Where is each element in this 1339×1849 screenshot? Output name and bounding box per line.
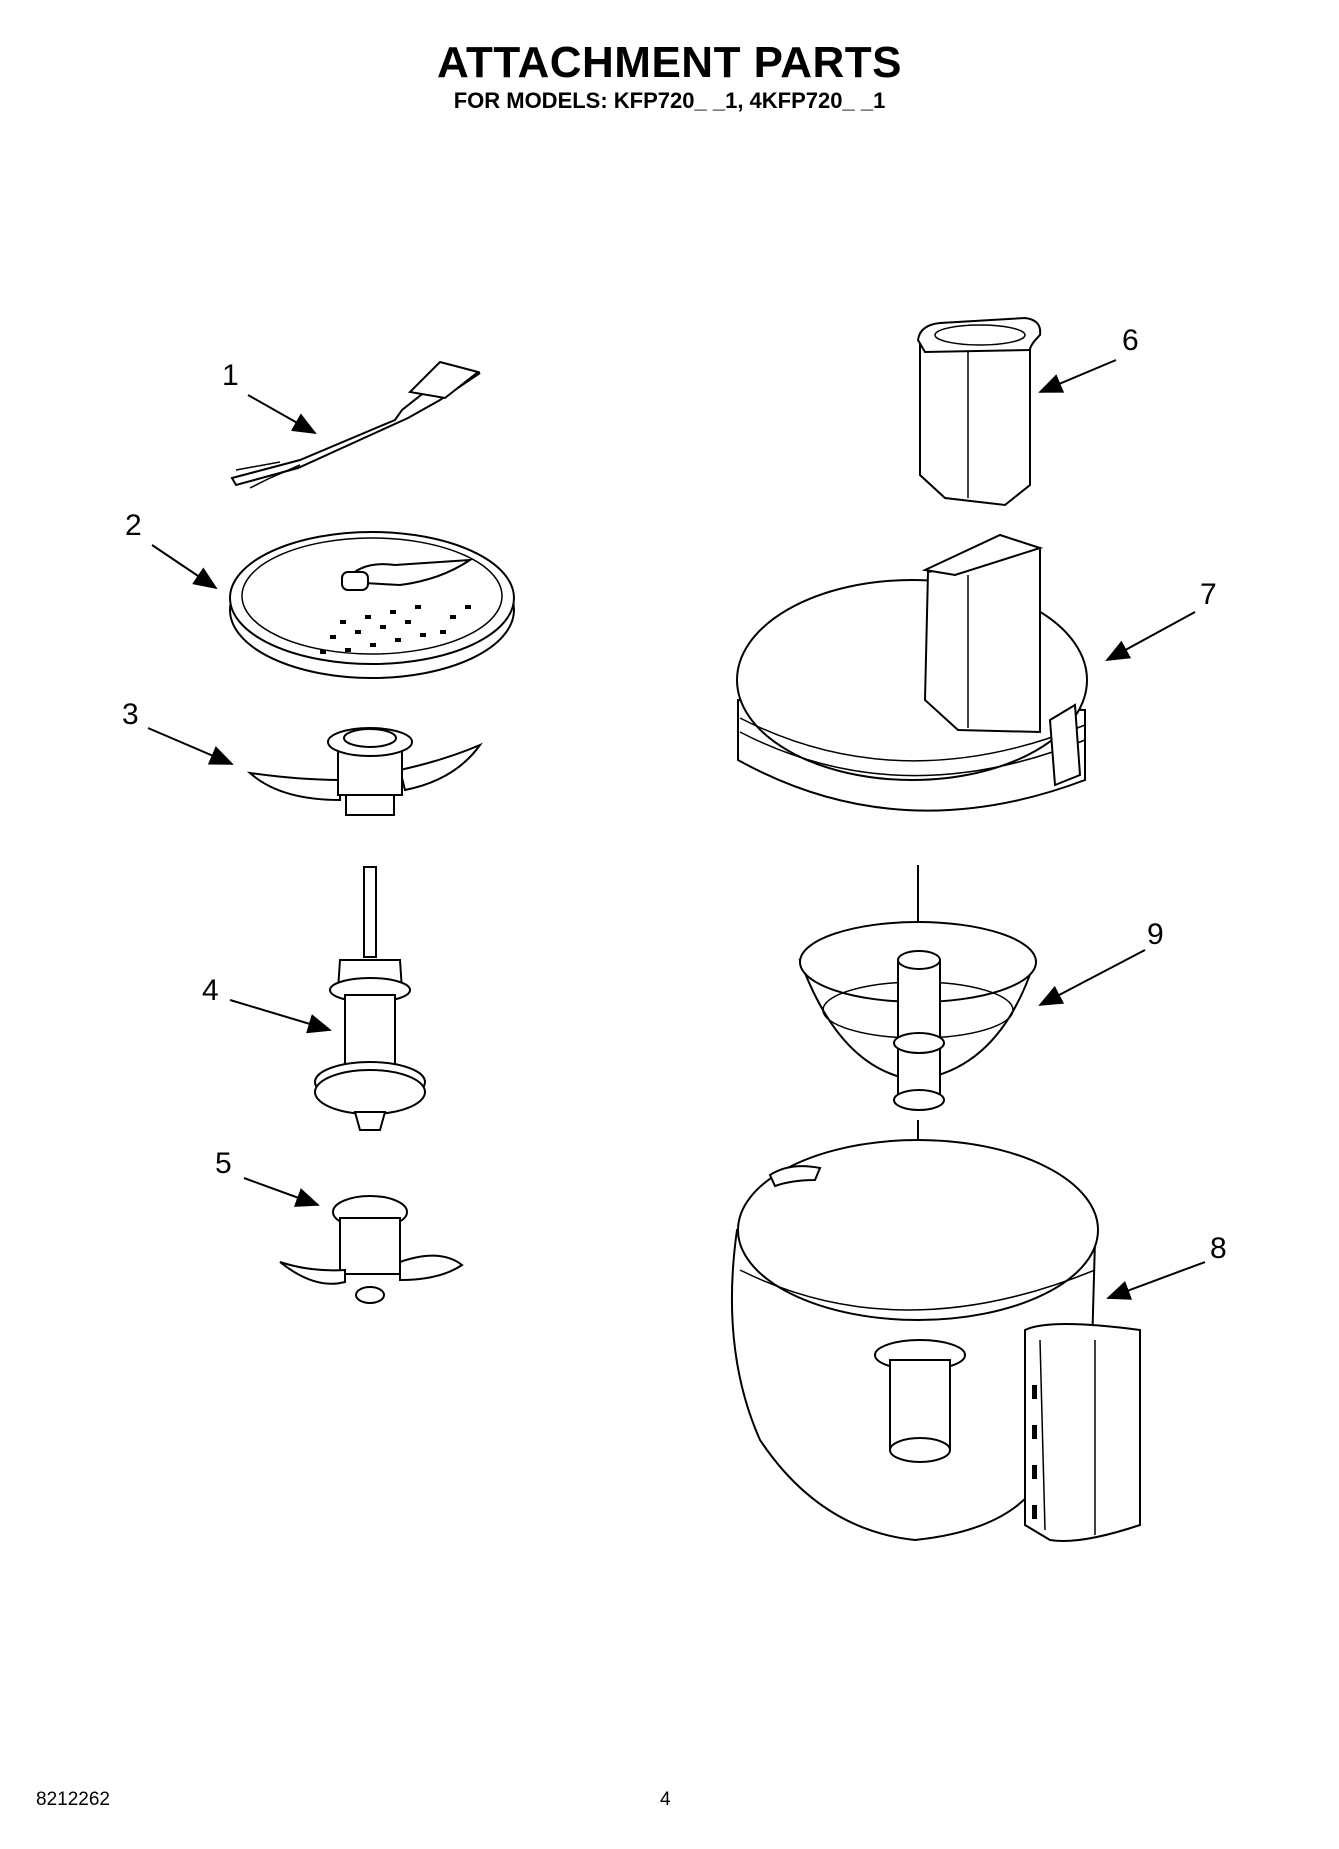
callout-1: 1 xyxy=(222,359,317,434)
part-6-food-pusher xyxy=(916,316,1042,507)
callout-8: 8 xyxy=(1106,1232,1227,1300)
callout-4: 4 xyxy=(202,974,332,1034)
callout-3: 3 xyxy=(122,698,234,765)
callout-7: 7 xyxy=(1105,578,1217,661)
part-9-mini-bowl xyxy=(798,865,1037,1235)
callout-5: 5 xyxy=(215,1147,320,1207)
svg-text:2: 2 xyxy=(125,509,142,542)
svg-text:5: 5 xyxy=(215,1147,232,1180)
document-number: 8212262 xyxy=(36,1789,110,1810)
part-4-stem xyxy=(314,866,426,1131)
svg-text:8: 8 xyxy=(1210,1232,1227,1265)
callout-6: 6 xyxy=(1038,324,1139,393)
part-2-disc xyxy=(229,531,515,679)
page-title: ATTACHMENT PARTS xyxy=(436,38,903,87)
part-1-spatula xyxy=(230,360,481,489)
part-7-bowl-cover xyxy=(736,533,1088,812)
svg-text:6: 6 xyxy=(1122,324,1139,357)
part-5-mini-blade xyxy=(279,1195,464,1304)
model-subtitle: FOR MODELS: KFP720_ _1, 4KFP720_ _1 xyxy=(453,88,886,113)
svg-text:4: 4 xyxy=(202,974,219,1007)
part-8-work-bowl xyxy=(730,1139,1141,1542)
page-number: 4 xyxy=(660,1789,671,1810)
svg-text:9: 9 xyxy=(1147,918,1164,951)
svg-text:3: 3 xyxy=(122,698,139,731)
part-3-blade xyxy=(246,727,483,816)
callout-9: 9 xyxy=(1038,918,1164,1006)
svg-text:7: 7 xyxy=(1200,578,1217,611)
callout-2: 2 xyxy=(125,509,218,590)
svg-text:1: 1 xyxy=(222,359,239,392)
